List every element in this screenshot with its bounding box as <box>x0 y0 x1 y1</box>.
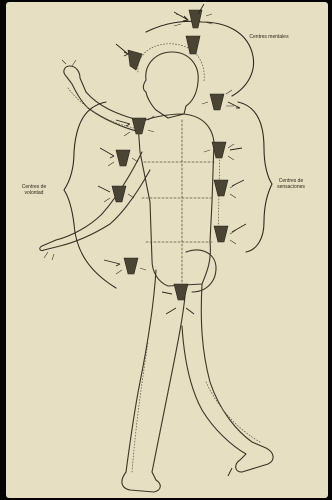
back-leg-outline <box>122 270 186 492</box>
cone-icon <box>189 10 202 28</box>
arrow-icon <box>232 180 244 186</box>
diagram-page: Centres mentales Centres de volontad Cen… <box>6 2 328 498</box>
arrow-icon <box>228 102 240 108</box>
raised-arm-outline <box>64 66 140 132</box>
hip-outline <box>186 250 216 292</box>
mental-brace <box>146 21 254 96</box>
head-outline <box>143 52 198 118</box>
arrow-icon <box>232 224 246 232</box>
cone-icon <box>186 36 200 54</box>
mental-centres-label: Centres mentales <box>244 34 294 40</box>
cone-icon <box>210 94 224 110</box>
torso-outline <box>138 114 214 286</box>
cone-icon <box>132 118 146 134</box>
arrow-icon <box>166 308 176 314</box>
arrow-icon <box>228 468 232 476</box>
sensation-brace <box>238 102 272 252</box>
front-leg-outline <box>182 284 273 472</box>
arrow-icon <box>116 44 128 56</box>
arrow-icon <box>174 12 188 21</box>
arrow-icon <box>162 292 172 294</box>
cone-icon <box>214 226 228 242</box>
cone-icon <box>212 142 226 158</box>
cone-icon <box>174 284 188 300</box>
lowered-arm-outline <box>40 152 150 251</box>
volition-brace <box>64 102 116 288</box>
cone-icon <box>116 150 130 166</box>
arrow-icon <box>104 260 120 266</box>
arrow-icon <box>186 308 194 314</box>
cone-icon <box>124 258 138 274</box>
cone-icon <box>128 50 142 70</box>
body-centres-diagram <box>6 2 328 498</box>
arrow-icon <box>98 186 110 192</box>
cone-icon <box>214 180 228 196</box>
arrow-icon <box>100 148 114 158</box>
arrow-icon <box>230 148 242 150</box>
sensation-centres-label: Centres de sensaciones <box>268 178 314 190</box>
volition-centres-label: Centres de volontad <box>14 184 54 196</box>
